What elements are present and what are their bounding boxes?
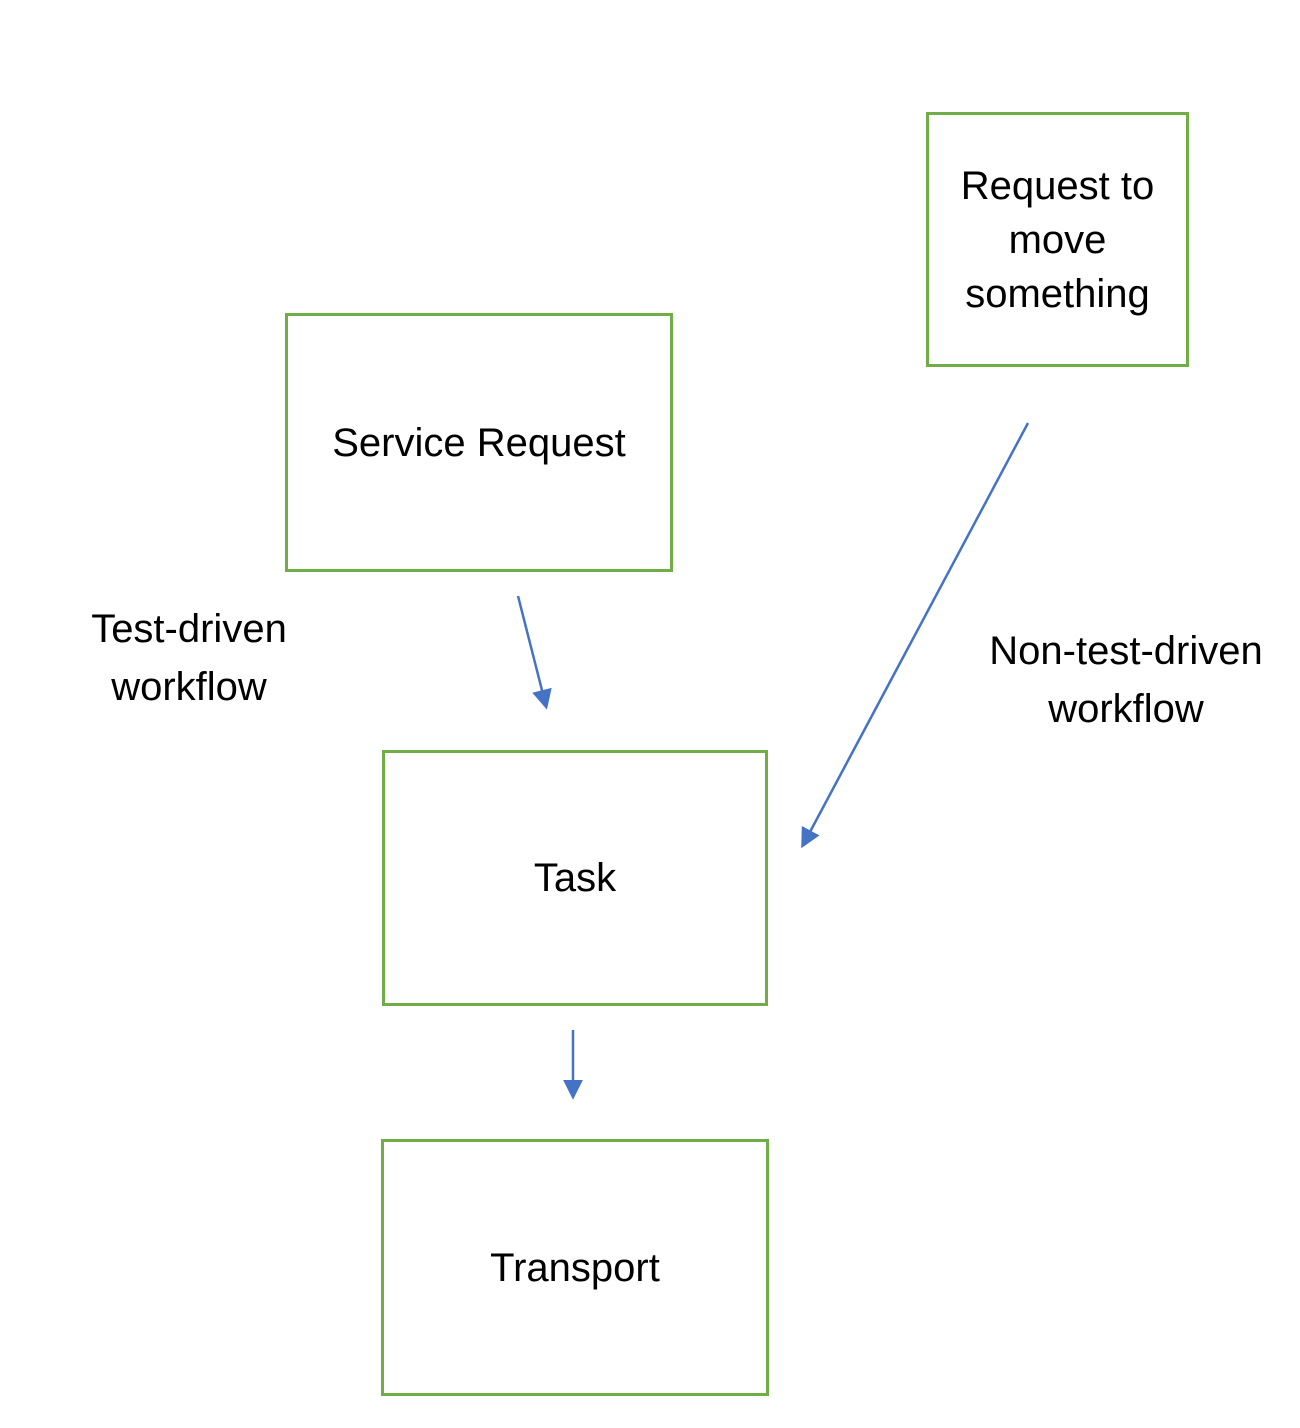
node-request-to-move-label: Request to move something xyxy=(960,163,1155,316)
arrow-service-request-to-task xyxy=(516,595,552,710)
node-task: Task xyxy=(382,750,768,1006)
node-task-label: Task xyxy=(533,856,617,900)
label-test-driven-workflow: Test-driven workflow xyxy=(91,607,287,709)
node-service-request-label: Service Request xyxy=(332,420,626,465)
label-non-test-driven-workflow: Non-test-driven workflow xyxy=(989,629,1263,731)
node-request-to-move: Request to move something xyxy=(926,112,1189,367)
node-transport: Transport xyxy=(381,1139,769,1396)
node-service-request: Service Request xyxy=(285,313,673,572)
node-transport-label: Transport xyxy=(490,1245,660,1290)
arrow-request-to-move-to-task xyxy=(801,422,1030,849)
